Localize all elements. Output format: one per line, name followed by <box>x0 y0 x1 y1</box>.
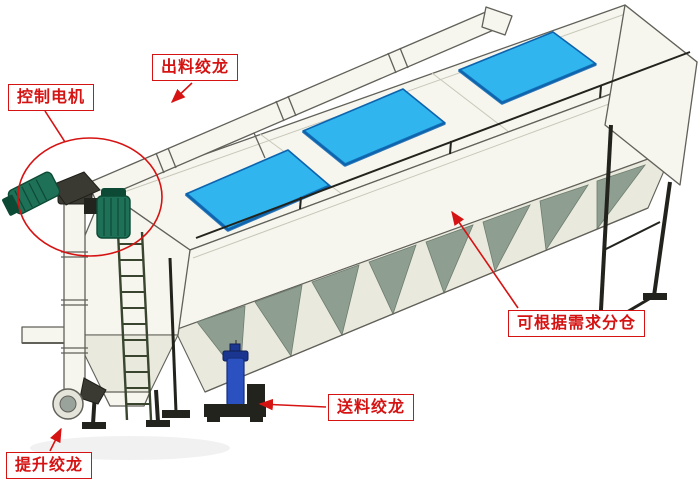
leader-feed-auger <box>258 398 327 411</box>
label-text: 送料绞龙 <box>337 399 406 416</box>
control-motor-assembly <box>2 171 131 239</box>
label-text: 可根据需求分仓 <box>517 315 637 332</box>
motor-vertical <box>96 188 131 239</box>
label-text: 提升绞龙 <box>15 457 84 474</box>
discharge-auger-pipe <box>87 6 513 202</box>
pipe-elbow <box>481 6 513 36</box>
right-end-support <box>588 4 698 333</box>
label-text: 出料绞龙 <box>161 59 230 76</box>
roof-railing <box>195 51 691 239</box>
label-discharge-auger: 出料绞龙 <box>152 54 239 81</box>
annotations <box>17 82 519 452</box>
label-text: 控制电机 <box>17 89 86 106</box>
feed-auger-pump <box>204 340 266 422</box>
label-feed-auger: 送料绞龙 <box>328 394 415 421</box>
motor-horizontal <box>2 171 61 216</box>
leader-lift-auger <box>49 427 62 452</box>
bottom-elbow <box>79 377 107 405</box>
leader-control-motor <box>44 110 66 143</box>
label-compartment-note: 可根据需求分仓 <box>508 310 646 337</box>
leader-discharge-auger <box>170 82 193 103</box>
access-ladder <box>116 231 153 421</box>
highlight-circle <box>17 137 163 257</box>
gearbox <box>51 171 101 206</box>
label-lift-auger: 提升绞龙 <box>6 452 93 479</box>
label-control-motor: 控制电机 <box>8 84 95 111</box>
roof-lids <box>184 31 597 232</box>
left-end <box>21 189 191 429</box>
leader-compartment <box>451 210 519 309</box>
